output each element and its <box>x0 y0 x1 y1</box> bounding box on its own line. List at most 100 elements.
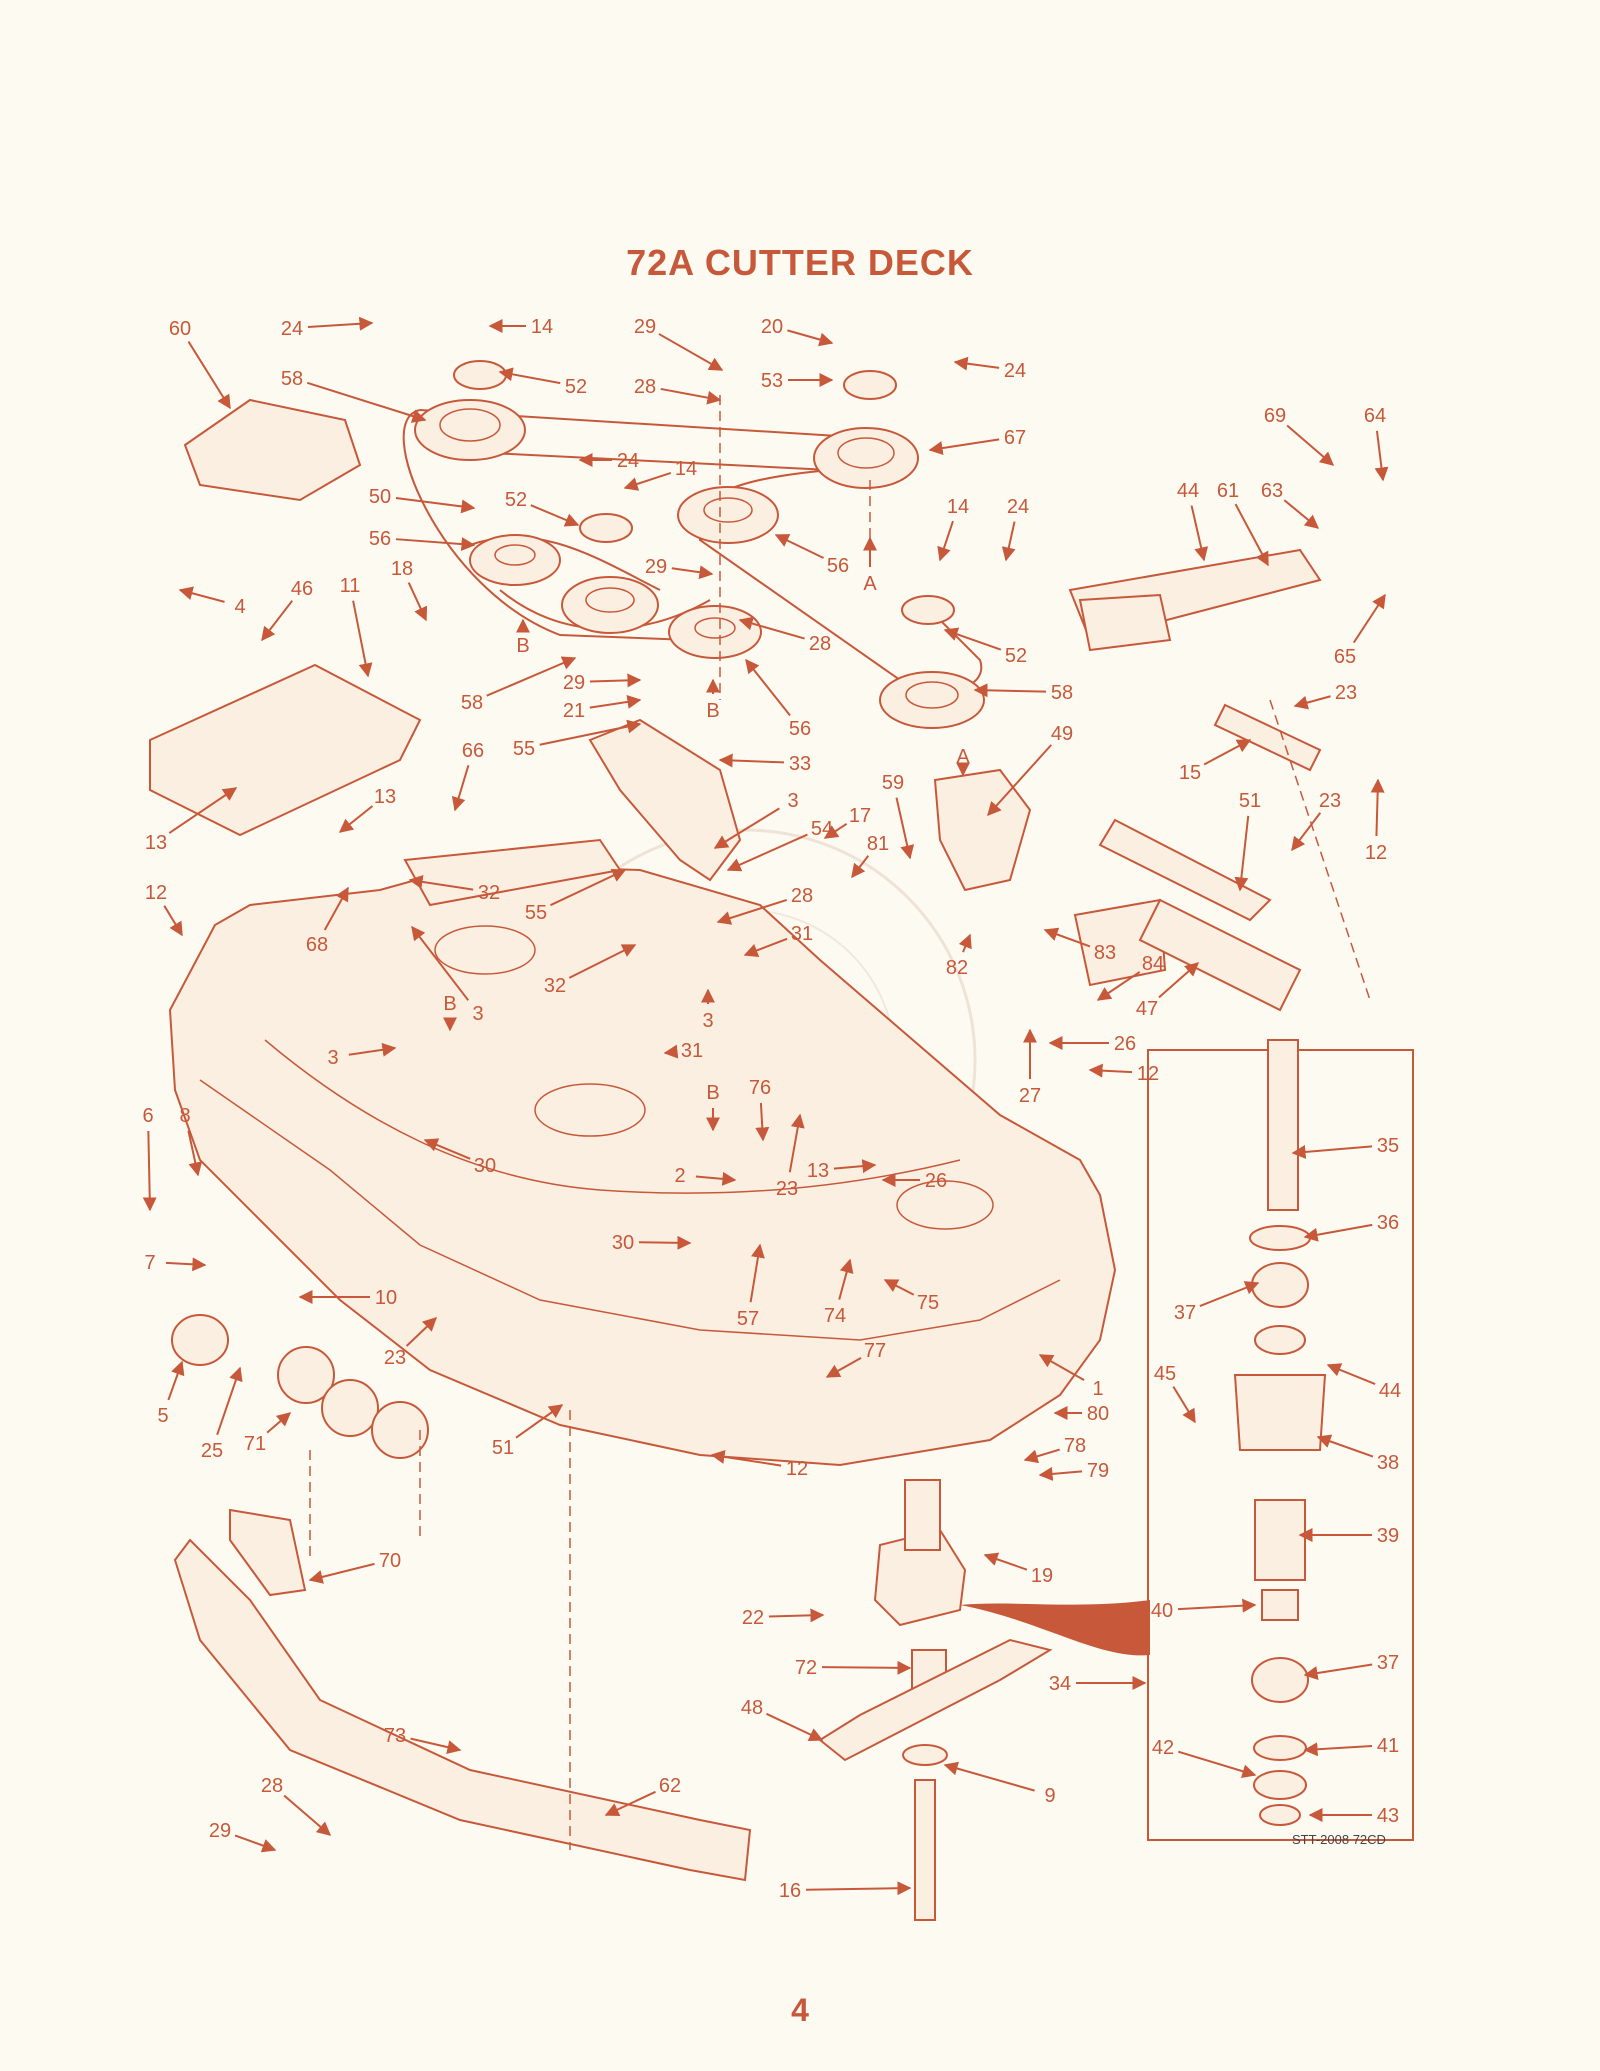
leader-line <box>821 1660 912 1675</box>
callout-c31a: 31 <box>743 923 813 957</box>
leader-line <box>307 316 374 331</box>
callout-c24d: 24 <box>1001 496 1029 562</box>
callout-c53: 53 <box>761 370 834 392</box>
callout-c24a: 24 <box>281 316 374 340</box>
leader-line <box>1283 499 1320 529</box>
callout-label: 76 <box>749 1077 771 1099</box>
callout-label: 13 <box>374 786 396 808</box>
callout-label: 12 <box>1365 842 1387 864</box>
callout-label: A <box>956 746 970 768</box>
callout-c3b: 3 <box>411 925 484 1025</box>
leader-line <box>1001 521 1016 562</box>
leader-line <box>283 1794 332 1836</box>
callout-label: 37 <box>1377 1652 1399 1674</box>
callout-label: 58 <box>461 692 483 714</box>
leader-line <box>1303 1223 1373 1242</box>
callout-c32b: 32 <box>544 944 637 997</box>
callout-label: B <box>443 993 456 1015</box>
leader-line <box>1172 1386 1196 1424</box>
callout-label: 3 <box>702 1010 713 1032</box>
callout-label: 34 <box>1049 1673 1071 1695</box>
callout-label: 58 <box>281 368 303 390</box>
callout-label: 45 <box>1154 1363 1176 1385</box>
callout-c24b: 24 <box>953 356 1026 382</box>
callout-c37b: 37 <box>1303 1652 1399 1680</box>
callout-label: 55 <box>525 902 547 924</box>
callout-label: 16 <box>779 1880 801 1902</box>
callout-c21: 21 <box>563 694 642 722</box>
leader-line <box>805 1881 912 1896</box>
callout-c80: 80 <box>1053 1403 1109 1425</box>
leader-line <box>187 1130 203 1177</box>
leader-line <box>713 807 780 849</box>
leader-line <box>1291 1144 1373 1159</box>
callout-label: 70 <box>379 1550 401 1572</box>
callout-c13c: 13 <box>807 1159 877 1182</box>
callout-c45: 45 <box>1154 1363 1196 1424</box>
callout-label: 73 <box>384 1725 406 1747</box>
callout-label: 5 <box>157 1405 168 1427</box>
callout-label: 3 <box>787 790 798 812</box>
leader-line <box>486 656 577 697</box>
leader-line <box>589 673 642 688</box>
callout-label: 44 <box>1177 480 1199 502</box>
leader-line <box>663 1044 679 1059</box>
callout-c78: 78 <box>1023 1435 1086 1464</box>
leader-line <box>973 683 1047 698</box>
leader-line <box>838 1258 854 1300</box>
leader-line <box>895 797 915 860</box>
spindle-assembly <box>818 1479 1053 1921</box>
callout-label: 79 <box>1087 1460 1109 1482</box>
callout-label: 80 <box>1087 1403 1109 1425</box>
callout-c29a: 29 <box>634 316 724 371</box>
callout-c26b: 26 <box>881 1170 947 1192</box>
callout-c56c: 56 <box>745 658 811 740</box>
callout-label: 31 <box>791 923 813 945</box>
callout-label: 18 <box>391 558 413 580</box>
callout-c22: 22 <box>742 1607 825 1629</box>
callout-c48: 48 <box>741 1697 824 1741</box>
leader-line <box>983 1552 1028 1571</box>
leader-line <box>1293 695 1331 710</box>
callout-c38: 38 <box>1316 1434 1399 1474</box>
anti-scalp-rollers <box>1068 548 1322 1012</box>
callout-cB4: B <box>706 1082 720 1132</box>
callout-label: 14 <box>531 316 553 338</box>
callout-c52a: 52 <box>498 367 587 398</box>
callout-label: 28 <box>634 376 656 398</box>
leader-line <box>539 719 642 746</box>
callout-label: 50 <box>369 486 391 508</box>
callout-label: 43 <box>1377 1805 1399 1827</box>
leader-line <box>142 1130 157 1212</box>
leader-line <box>660 387 722 405</box>
callout-c34: 34 <box>1049 1673 1147 1695</box>
callout-c67: 67 <box>928 427 1026 456</box>
callout-label: 48 <box>741 1697 763 1719</box>
leader-line <box>738 616 805 640</box>
callout-c2: 2 <box>674 1165 737 1187</box>
leader-line <box>928 438 1000 456</box>
leader-line <box>745 658 791 717</box>
leader-line <box>1096 971 1141 1001</box>
leader-line <box>266 1412 292 1434</box>
leader-line <box>958 933 972 953</box>
callout-c79: 79 <box>1038 1460 1109 1482</box>
callout-label: 46 <box>291 578 313 600</box>
callout-label: 41 <box>1377 1735 1399 1757</box>
callout-cB1: B <box>516 618 530 657</box>
callout-c74: 74 <box>824 1258 854 1327</box>
callout-label: 32 <box>544 975 566 997</box>
leader-line <box>766 1712 824 1741</box>
callout-c40: 40 <box>1151 1598 1257 1622</box>
callout-c31b: 31 <box>663 1040 703 1062</box>
leader-line <box>726 833 808 872</box>
callout-label: 66 <box>462 740 484 762</box>
callout-c12a: 12 <box>1365 778 1387 864</box>
callout-c7: 7 <box>144 1252 207 1274</box>
callout-label: 32 <box>478 882 500 904</box>
callout-label: 12 <box>786 1458 808 1480</box>
callout-c27: 27 <box>1019 1028 1041 1107</box>
leader-line <box>768 1608 825 1623</box>
callout-label: 27 <box>1019 1085 1041 1107</box>
callout-label: 19 <box>1031 1565 1053 1587</box>
